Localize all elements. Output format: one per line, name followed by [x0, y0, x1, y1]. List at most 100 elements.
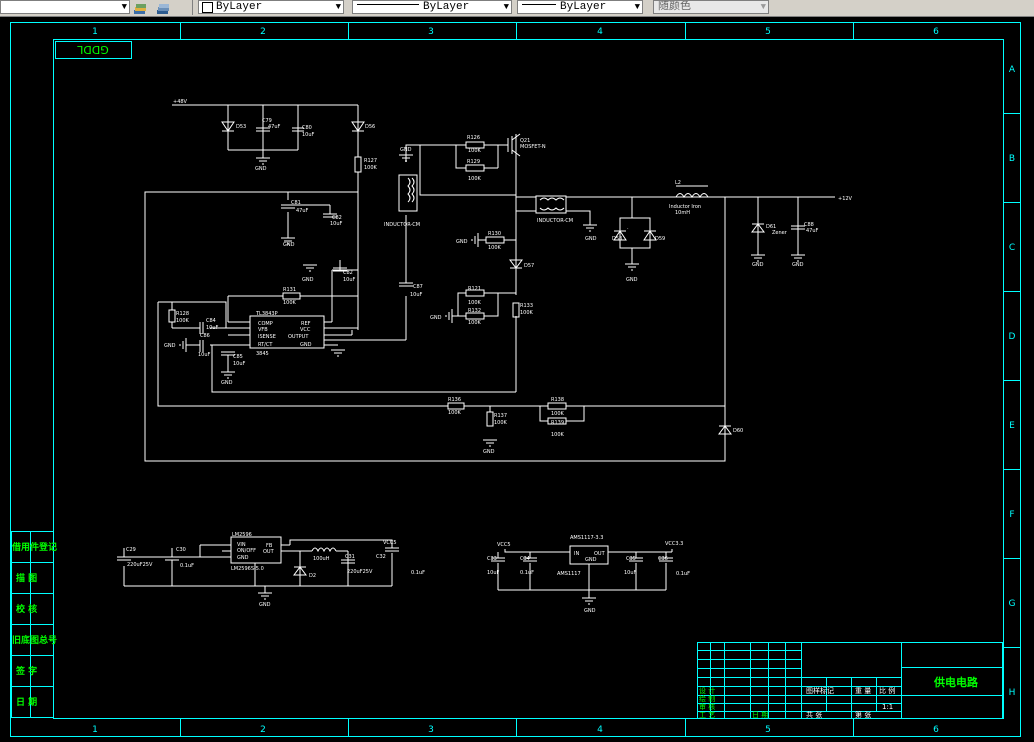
- val-r129: 100K: [468, 176, 482, 182]
- layer-dropdown[interactable]: ▼: [0, 0, 130, 14]
- val-c82: 10uF: [330, 221, 343, 227]
- resistor-r136-icon: [447, 402, 465, 410]
- capacitor-c87-icon: [399, 282, 413, 287]
- pin-out: OUT: [594, 551, 606, 557]
- row-letter: D: [1009, 332, 1016, 342]
- logo-text: GDDL: [76, 43, 108, 56]
- ref-d60: D60: [733, 428, 743, 434]
- net-label-48v: +48V: [173, 99, 188, 105]
- common-mode-choke-icon: [535, 195, 567, 214]
- controller-part: 3845: [256, 351, 269, 357]
- val-l2-type: Inductor Iron: [669, 204, 701, 210]
- ground-icon: [303, 264, 317, 272]
- diode-d57-icon: [509, 259, 523, 269]
- sheets-label: 共 张: [806, 710, 822, 719]
- pin-out: OUT: [263, 549, 275, 555]
- scale-label: 比 例: [879, 686, 895, 695]
- resistor-r133-icon: [512, 302, 520, 318]
- left-block-item: 日 期: [16, 696, 37, 708]
- pin-output: OUTPUT: [288, 334, 309, 340]
- gnd-label: GND: [302, 277, 314, 283]
- left-block-item: 签 字: [15, 665, 37, 677]
- ref-c81: C81: [291, 200, 301, 206]
- row-letter: G: [1009, 599, 1016, 609]
- ref-t2: INDUCTOR-CM: [537, 218, 573, 224]
- gnd-label: GND: [400, 147, 412, 153]
- drawing-canvas[interactable]: 1 2 3 4 5 6 1 2 3 4 5 6 A B C D E F G H …: [0, 16, 1034, 742]
- gnd-label: GND: [585, 236, 597, 242]
- left-block-item: 借用件登记: [11, 541, 57, 553]
- ref-r136: R136: [448, 397, 461, 403]
- column-number: 1: [92, 725, 98, 735]
- val-r137: 100K: [494, 420, 508, 426]
- ams1117-labels: VCC5 C33 10uF C34 0.1uF AMS1117-3.3 IN O…: [487, 535, 690, 614]
- ref-r133: R133: [520, 303, 533, 309]
- net-vcc5: VCC5: [383, 540, 397, 546]
- gnd-label: GND: [626, 277, 638, 283]
- val-r132: 100K: [468, 320, 482, 326]
- ref-c34: C34: [520, 556, 530, 562]
- stage-label: 图样标记: [806, 686, 834, 695]
- val-c82b: 10uF: [343, 277, 356, 283]
- net-label-12v: +12V: [838, 196, 853, 202]
- plotstyle-value: 随颜色: [658, 1, 691, 13]
- ref-c80: C80: [302, 125, 312, 131]
- row-letter: F: [1009, 510, 1014, 520]
- pin-gnd: GND: [237, 555, 249, 561]
- left-block-item: 校 核: [16, 603, 37, 615]
- layer-previous-icon[interactable]: [156, 1, 170, 14]
- lineweight-dropdown[interactable]: ByLayer ▼: [517, 0, 643, 14]
- ref-d53: D53: [236, 124, 246, 130]
- gnd-label: GND: [164, 343, 176, 349]
- ref-d59: D59: [655, 236, 665, 242]
- ref-d58: D58: [612, 236, 622, 242]
- ground-icon: [281, 237, 295, 245]
- val-c81: 47uF: [296, 208, 309, 214]
- scale-value: 1:1: [882, 703, 893, 711]
- pin-vfb: VFB: [258, 327, 268, 333]
- left-block-item: 旧底图总号: [12, 634, 57, 646]
- ref-c36: C36: [658, 556, 668, 562]
- resistor-r132-icon: [465, 312, 485, 320]
- ref-r139: R139: [551, 420, 564, 426]
- capacitor-c80-icon: [292, 127, 304, 132]
- column-number: 3: [428, 27, 434, 37]
- ref-r127: R127: [364, 158, 377, 164]
- choke-coil-icon: [539, 197, 565, 211]
- ground-icon: [256, 157, 270, 165]
- ams1117-wiring: [491, 545, 673, 605]
- review-label: 审 核: [699, 702, 715, 711]
- zener-d61-icon: [751, 223, 765, 233]
- sheet-label: 第 张: [855, 710, 871, 719]
- left-block-item: 描 图: [16, 572, 37, 584]
- ref-r121: R121: [468, 286, 481, 292]
- ref-r126: R126: [467, 135, 480, 141]
- ref-r130: R130: [488, 231, 501, 237]
- val-c85: 10uF: [233, 361, 246, 367]
- layer-stack-icon[interactable]: [133, 1, 147, 14]
- color-dropdown[interactable]: ByLayer ▼: [198, 0, 344, 14]
- schematic-symbols: [168, 121, 805, 435]
- linetype-dropdown[interactable]: ByLayer ▼: [352, 0, 512, 14]
- capacitor-c33-icon: [491, 557, 505, 562]
- ref-c35: C35: [626, 556, 636, 562]
- val-c86: 10uF: [198, 352, 211, 358]
- column-numbers: 1 2 3 4 5 6 1 2 3 4 5 6: [92, 27, 939, 735]
- resistor-r131-icon: [282, 292, 301, 300]
- ams-part: AMS1117: [557, 571, 581, 577]
- ref-c82: C82: [332, 215, 342, 221]
- resistor-r126-icon: [465, 141, 485, 149]
- lm2596-chip: [230, 536, 282, 564]
- schematic-wiring: [144, 104, 835, 462]
- capacitor-c35-icon: [629, 557, 643, 562]
- plotstyle-dropdown[interactable]: 随颜色 ▼: [653, 0, 769, 14]
- ref-r137: R137: [494, 413, 507, 419]
- val-l2: 10mH: [675, 210, 690, 216]
- pin-isense: ISENSE: [258, 334, 276, 340]
- pin-fb: FB: [266, 543, 273, 549]
- val-c32: 0.1uF: [411, 570, 425, 576]
- ground-icon: [445, 309, 453, 323]
- chevron-down-icon: ▼: [121, 2, 127, 12]
- inductor-l2-icon: [675, 185, 709, 199]
- resistor-r128-icon: [168, 309, 176, 323]
